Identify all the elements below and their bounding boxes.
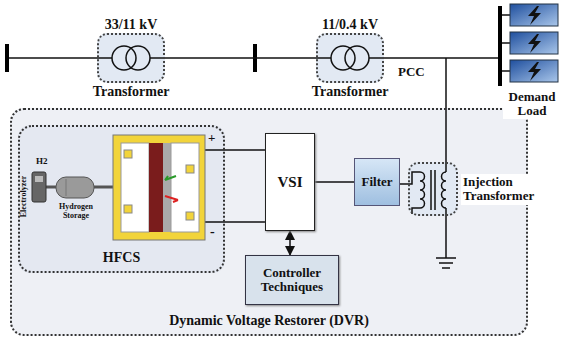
ground-symbol [436, 257, 456, 259]
pcc-wire [445, 58, 447, 172]
gas-label: H2 [36, 157, 48, 167]
flow-block [186, 165, 194, 173]
box-label: Controller Techniques [250, 266, 334, 295]
transformer-label: Transformer [69, 84, 193, 99]
fuel-cell [113, 135, 205, 240]
catalyst-layer [163, 143, 171, 232]
load-box [510, 32, 558, 54]
feeder-line [369, 57, 500, 59]
winding-circle [345, 46, 369, 70]
connector-wire [165, 57, 316, 59]
feeder-line [150, 57, 165, 59]
box-label: Filter [361, 175, 392, 189]
electrolyzer-body [32, 172, 46, 202]
device-label: Electrolyzer [20, 166, 29, 226]
flow-block [124, 205, 132, 213]
positive-lead [205, 149, 225, 151]
connector-wire [315, 181, 354, 183]
flow-block [124, 150, 132, 158]
load-box [510, 60, 558, 82]
rating-label: 11/0.4 kV [288, 17, 412, 32]
connector-wire [225, 149, 265, 151]
lightning-bolt [528, 34, 541, 53]
lightning-bolt [528, 6, 541, 25]
hfcs-region: HFCS [18, 125, 225, 273]
primary-wire [412, 208, 420, 214]
controller-box: Controller Techniques [245, 255, 339, 305]
hfcs-ground [18, 125, 225, 273]
load-icon [510, 4, 558, 26]
bus-bar [498, 6, 502, 86]
ground-symbol [442, 267, 450, 269]
filter-box: Filter [354, 158, 400, 206]
ground-symbol [439, 262, 453, 264]
ion-arrow [165, 196, 178, 202]
anode-channel [121, 143, 149, 232]
transformer-ground [408, 162, 458, 216]
tank-body [56, 177, 94, 198]
load-icon [510, 32, 558, 54]
dvr-ground [10, 108, 528, 336]
cell-frame [113, 135, 205, 240]
connector-wire [400, 183, 408, 185]
feeder-wires [7, 15, 510, 268]
winding-circle [331, 46, 355, 70]
hydrogen-pipe [46, 186, 56, 189]
transformer-core [430, 170, 432, 210]
dvr-region: HFCS VSI FilterController Techniques Inject… [10, 108, 528, 336]
tank-band [66, 179, 67, 196]
pcc-label: PCC [398, 65, 425, 79]
bus-bars [7, 6, 500, 86]
winding-circle [112, 46, 136, 70]
region-title: Dynamic Voltage Restorer (DVR) [12, 313, 526, 328]
ion-arrow [165, 176, 176, 180]
hydrogen-tank [56, 177, 94, 198]
electrolyzer-icon [32, 172, 46, 202]
connector-wire [289, 231, 291, 255]
flow-block [186, 212, 194, 220]
rating-label: 33/11 kV [69, 17, 193, 32]
electrolyzer-panel [35, 176, 43, 182]
region-title: HFCS [20, 250, 223, 265]
membrane [149, 143, 163, 232]
negative-lead [205, 221, 265, 223]
box-label: VSI [277, 174, 302, 191]
winding-circle [126, 46, 150, 70]
feeder-line [316, 57, 331, 59]
hydrogen-pipe [94, 186, 113, 189]
load-icon [510, 60, 558, 82]
inverter-box: VSI [265, 133, 315, 231]
transformer-box: 11/0.4 kVTransformer [316, 33, 384, 83]
transformer-core [434, 170, 436, 210]
device-label: Hydrogen Storage [46, 203, 106, 221]
primary-coil [420, 172, 425, 208]
transformer-label: Transformer [288, 84, 412, 99]
bus-bar [5, 44, 9, 72]
transformer-box: 33/11 kVTransformer [97, 33, 165, 83]
cathode-channel [171, 143, 199, 232]
transformer-label: Injection Transformer [461, 174, 547, 205]
injection-transformer-box: Injection Transformer [408, 162, 458, 216]
secondary-coil [442, 172, 447, 208]
terminal-sign: + [208, 131, 215, 145]
load-label: Demand Load [503, 90, 561, 119]
load-box [510, 4, 558, 26]
lightning-bolt [528, 62, 541, 81]
terminal-sign: - [210, 224, 215, 239]
